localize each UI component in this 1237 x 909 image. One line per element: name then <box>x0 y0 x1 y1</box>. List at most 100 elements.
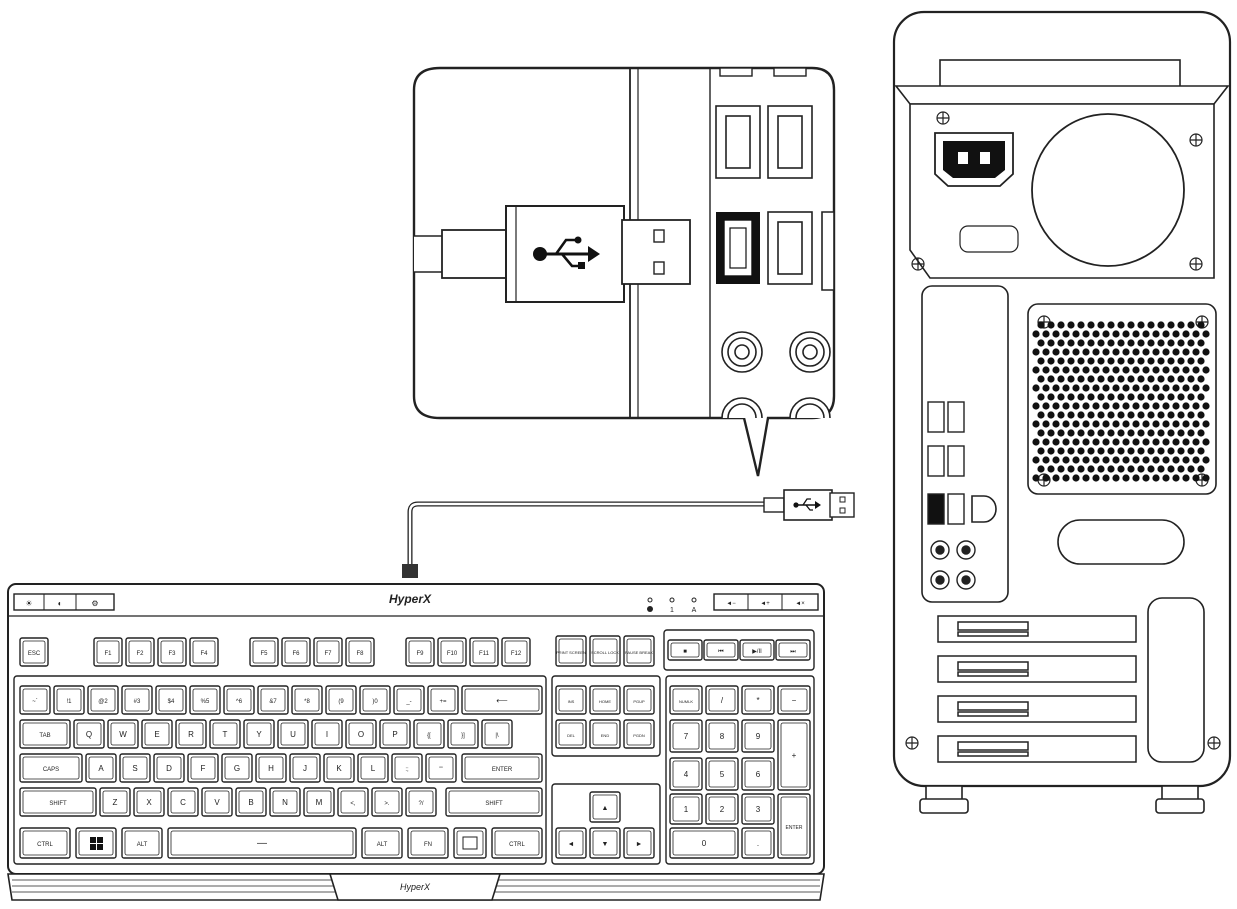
fan-hole <box>1107 393 1115 401</box>
fan-hole <box>1152 384 1160 392</box>
key-numpad-r2-2-label: 9 <box>756 732 761 741</box>
key-f12-label: F12 <box>511 651 522 657</box>
key-numpad-top-3-label: − <box>792 696 797 705</box>
fan-hole <box>1107 375 1115 383</box>
key-caps: CAPS <box>19 753 83 783</box>
fan-hole <box>1072 402 1080 410</box>
fan-hole <box>1112 438 1120 446</box>
fan-hole <box>1122 366 1130 374</box>
key-alt-right-label: ALT <box>377 842 388 848</box>
key-num-1-label: !1 <box>66 699 72 705</box>
fan-hole <box>1182 366 1190 374</box>
fan-hole <box>1177 465 1185 473</box>
brand-logo-bottom: HyperX <box>400 882 431 892</box>
fan-hole <box>1167 429 1175 437</box>
fan-hole <box>1067 339 1075 347</box>
fan-hole <box>1082 438 1090 446</box>
fan-hole <box>1147 393 1155 401</box>
key-arrow-left: ◄ <box>555 827 587 859</box>
key-numpad-dot-label: . <box>757 839 759 848</box>
key-numpad-plus: + <box>777 719 811 791</box>
fan-hole <box>1187 393 1195 401</box>
key-row3-9: :; <box>391 753 423 783</box>
fan-hole <box>1052 402 1060 410</box>
key-enter: ENTER <box>461 753 543 783</box>
fan-hole <box>1062 384 1070 392</box>
key-media-0: ■ <box>667 639 703 661</box>
fan-hole <box>1037 465 1045 473</box>
led-label-num: 1 <box>670 607 674 614</box>
fan-hole <box>1107 411 1115 419</box>
fan-hole <box>1052 456 1060 464</box>
fan-hole <box>1032 438 1040 446</box>
fan-hole <box>1097 357 1105 365</box>
key-arrow-up-label: ▲ <box>602 805 609 812</box>
fan-hole <box>1082 330 1090 338</box>
fan-hole <box>1077 393 1085 401</box>
fan-hole <box>1087 339 1095 347</box>
key-row2-12: |\ <box>481 719 513 749</box>
fan-hole <box>1037 339 1045 347</box>
key-numpad-top-1: / <box>705 685 739 715</box>
key-f3: F3 <box>157 637 187 667</box>
fan-hole <box>1157 321 1165 329</box>
fan-hole <box>1072 384 1080 392</box>
fan-hole <box>1067 321 1075 329</box>
fan-hole <box>1077 465 1085 473</box>
fan-hole <box>1077 339 1085 347</box>
fan-hole <box>1097 339 1105 347</box>
fan-hole <box>1172 348 1180 356</box>
key-numpad-r3-1-label: 5 <box>720 770 725 779</box>
key-row3-2: D <box>153 753 185 783</box>
fan-hole <box>1147 357 1155 365</box>
fan-hole <box>1202 438 1210 446</box>
key-row2-5: Y <box>243 719 275 749</box>
fan-hole <box>1092 456 1100 464</box>
fan-hole <box>1177 411 1185 419</box>
fan-hole <box>1197 321 1205 329</box>
key-row2-4-label: T <box>223 730 228 739</box>
key-alt-right: ALT <box>361 827 403 859</box>
fan-hole <box>1167 339 1175 347</box>
key-row4-3-label: V <box>214 798 220 807</box>
fan-hole <box>1052 330 1060 338</box>
key-numpad-top-2: * <box>741 685 775 715</box>
fan-hole <box>1057 447 1065 455</box>
status-leds: 1 A <box>647 597 697 614</box>
key-f11-label: F11 <box>479 651 490 657</box>
fan-hole <box>1152 438 1160 446</box>
key-row4-4-label: B <box>248 798 253 807</box>
fan-hole <box>1137 411 1145 419</box>
key-row4-0-label: Z <box>113 798 118 807</box>
key-numpad-r2-1-label: 8 <box>720 732 725 741</box>
key-esc-label: ESC <box>28 651 41 657</box>
fan-hole <box>1202 474 1210 482</box>
fan-hole <box>1137 429 1145 437</box>
fan-hole <box>1187 411 1195 419</box>
key-media-1: ⏮ <box>703 639 739 661</box>
fan-hole <box>1117 375 1125 383</box>
fan-hole <box>1077 375 1085 383</box>
key-row3-1: S <box>119 753 151 783</box>
key-row4-2-label: C <box>180 798 186 807</box>
fan-hole <box>1087 447 1095 455</box>
fan-hole <box>1122 474 1130 482</box>
fan-hole <box>1057 411 1065 419</box>
fan-hole <box>1037 411 1045 419</box>
fan-hole <box>1137 393 1145 401</box>
key-row2-9-label: P <box>392 730 397 739</box>
fan-hole <box>1067 375 1075 383</box>
key-backspace-label: ⟵ <box>496 696 508 705</box>
fan-hole <box>1067 447 1075 455</box>
fan-hole <box>1147 339 1155 347</box>
fan-hole <box>1047 465 1055 473</box>
fan-hole <box>1132 438 1140 446</box>
fan-hole <box>1142 366 1150 374</box>
usb-symbol-small-icon <box>793 498 821 511</box>
key-row2-0: Q <box>73 719 105 749</box>
fan-hole <box>1122 420 1130 428</box>
key-ctrl-right: CTRL <box>491 827 543 859</box>
key-shift-left-label: SHIFT <box>49 801 67 807</box>
key-numpad-r4-1: 2 <box>705 793 739 825</box>
fan-hole <box>1127 411 1135 419</box>
